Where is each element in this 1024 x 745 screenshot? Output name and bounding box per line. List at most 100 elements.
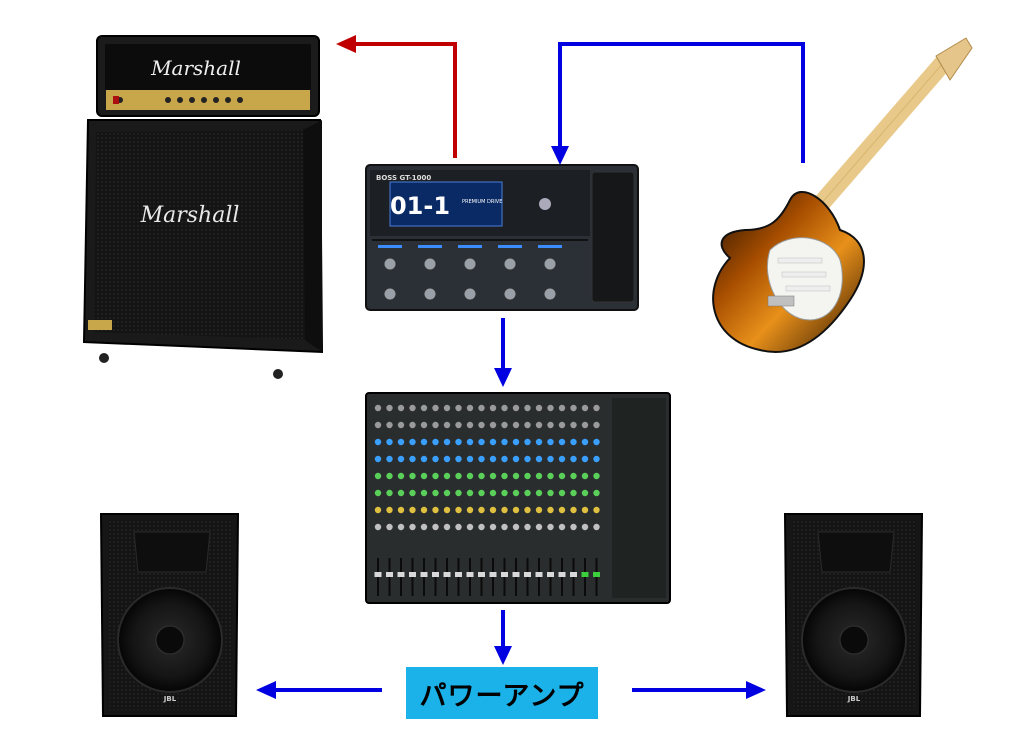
processor-display: 01-1 [390, 192, 450, 220]
mixer-knob [386, 506, 393, 514]
left-speaker [99, 513, 240, 717]
mixer-fader-cap [489, 572, 497, 577]
mixer-knob [535, 438, 543, 446]
mixer-knob [524, 421, 531, 429]
mixer-knob [432, 506, 439, 514]
mixer-knob [374, 472, 382, 480]
mixer-knob [535, 455, 543, 463]
mixer-knob [397, 523, 405, 531]
arrow-guitar-to-processor [551, 42, 805, 165]
mixer-knob [374, 506, 382, 514]
mixer-knob [374, 489, 382, 497]
mixer-knob [443, 472, 451, 480]
mixer-knob [558, 455, 566, 463]
mixer-knob [489, 455, 497, 463]
mixer-knob [409, 421, 416, 429]
mixer-knob [386, 455, 393, 463]
mixer-knob [570, 421, 577, 429]
processor-patch-name: PREMIUM DRIVE [462, 199, 502, 205]
power-amp-label: パワーアンプ [419, 680, 585, 712]
mixer-knob [397, 506, 405, 514]
mixer-knob [455, 472, 462, 480]
mixer-knob [535, 506, 543, 514]
mixer-knob [501, 455, 508, 463]
mixer-knob [524, 472, 531, 480]
arrow-processor-to-mixer [494, 318, 512, 387]
mixer-knob [443, 404, 451, 412]
mixer-knob [374, 455, 382, 463]
mixer-knob [432, 438, 439, 446]
mixer-knob [409, 472, 416, 480]
mixer-fader-cap [374, 572, 382, 577]
mixer-knob [593, 506, 600, 514]
mixer-knob [512, 438, 520, 446]
mixer-knob [501, 523, 508, 531]
mixer-knob [489, 523, 497, 531]
mixer-knob [512, 472, 520, 480]
electric-guitar [712, 37, 973, 353]
mixer-knob [432, 421, 439, 429]
mixer-knob [409, 404, 416, 412]
mixer-knob [443, 421, 451, 429]
mixer-knob [501, 489, 508, 497]
mixer-knob [547, 523, 554, 531]
mixer-knob [466, 489, 474, 497]
mixer-knob [558, 472, 566, 480]
mixer-knob [386, 438, 393, 446]
mixer-knob [570, 438, 577, 446]
mixer-knob [558, 438, 566, 446]
mixer-knob [524, 489, 531, 497]
mixer-knob [397, 404, 405, 412]
mixer-fader-cap [455, 572, 462, 577]
mixer-fader-cap [593, 572, 600, 577]
mixer-knob [478, 438, 485, 446]
mixer-knob [581, 489, 589, 497]
mixer-knob [558, 489, 566, 497]
mixer-knob [466, 455, 474, 463]
mixer-knob [420, 438, 428, 446]
mixer-knob [374, 438, 382, 446]
mixer-knob [535, 523, 543, 531]
mixer-knob [524, 438, 531, 446]
mixer-knob [535, 404, 543, 412]
mixer-knob [386, 489, 393, 497]
mixer-knob [443, 455, 451, 463]
mixer-knob [593, 438, 600, 446]
mixer-knob [443, 489, 451, 497]
mixer-knob [386, 421, 393, 429]
mixer-knob [558, 506, 566, 514]
mixer-knob [397, 455, 405, 463]
mixer-knob [420, 523, 428, 531]
mixer-fader-cap [558, 572, 566, 577]
mixer-fader-cap [478, 572, 485, 577]
effects-processor [365, 164, 639, 311]
mixer-knob [558, 404, 566, 412]
mixer-knob [547, 489, 554, 497]
mixer-knob [409, 489, 416, 497]
mixer-knob [455, 438, 462, 446]
mixer-fader-cap [570, 572, 577, 577]
mixer-fader-cap [466, 572, 474, 577]
mixer-knob [478, 489, 485, 497]
mixer-knob [547, 438, 554, 446]
mixer-knob [512, 455, 520, 463]
mixer-knob [581, 523, 589, 531]
mixer-knob [570, 506, 577, 514]
mixer-fader-cap [524, 572, 531, 577]
mixer-channel-strips [374, 404, 600, 596]
mixer-knob [547, 472, 554, 480]
mixer-knob [512, 404, 520, 412]
mixer-knob [466, 438, 474, 446]
mixer-knob [501, 506, 508, 514]
mixer-knob [535, 421, 543, 429]
mixer-knob [581, 472, 589, 480]
mixer-knob [443, 523, 451, 531]
mixer-knob [501, 472, 508, 480]
arrow-processor-to-amp [336, 35, 457, 158]
mixer-knob [466, 421, 474, 429]
arrow-to-right-speaker [632, 681, 766, 699]
mixer-fader-cap [501, 572, 508, 577]
amp-cabinet [82, 119, 324, 379]
mixer-knob [455, 506, 462, 514]
mixer-knob [524, 404, 531, 412]
